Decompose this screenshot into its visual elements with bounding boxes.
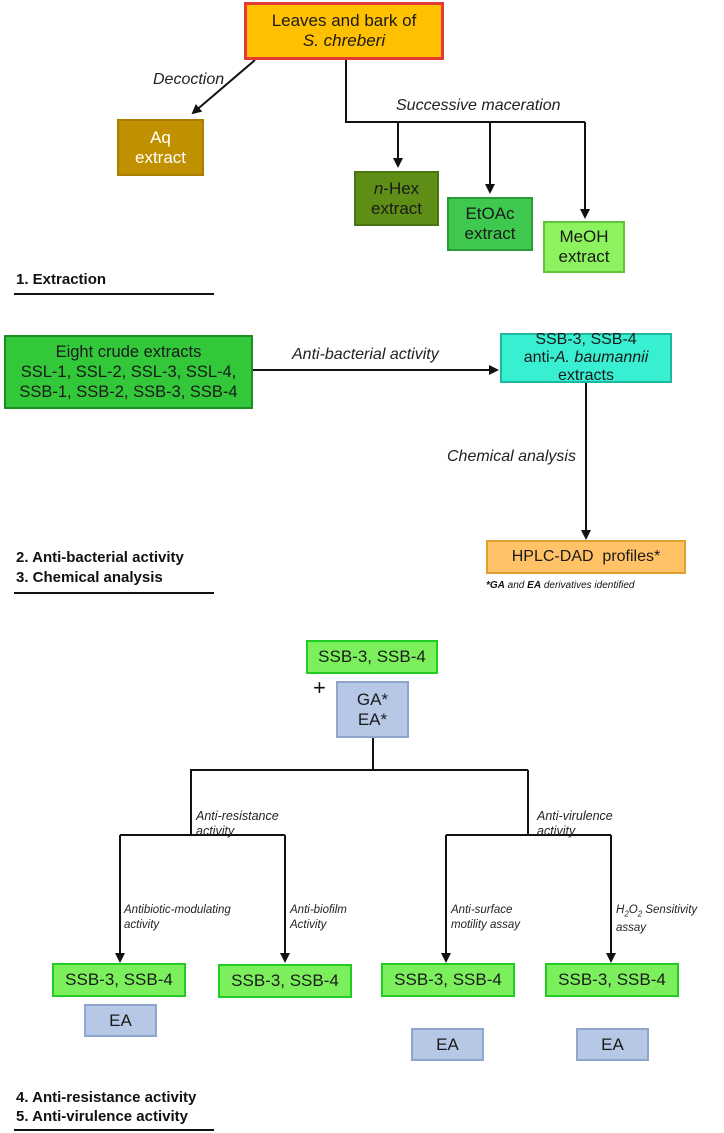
ga-ea-box: GA* EA*: [336, 681, 409, 738]
antibacterial-label: Anti-bacterial activity: [292, 346, 439, 363]
etoac-extract-label: extract: [464, 224, 516, 243]
maceration-label: Successive maceration: [396, 97, 561, 114]
ga-label: GA*: [356, 689, 389, 709]
branch-main: [190, 706, 374, 835]
plus-sign: +: [313, 675, 326, 700]
branch-label-h2o2: H2O2 Sensitivity assay: [616, 904, 698, 935]
section-chemical: 3. Chemical analysis: [16, 569, 163, 586]
active-ssb-label: SSB-3, SSB-4: [535, 331, 637, 348]
hplc-box: HPLC-DAD profiles*: [486, 540, 686, 574]
aq-label: Aq: [150, 127, 171, 147]
hplc-label: HPLC-DAD profiles*: [511, 548, 661, 565]
branch-label-antibiotic-modulating: Antibiotic-modulating activity: [124, 904, 231, 931]
source-species: S. chreberi: [302, 31, 386, 50]
chemical-analysis-label: Chemical analysis: [447, 448, 576, 465]
meoh-extract-box: MeOH extract: [543, 221, 625, 273]
active-extracts-box: SSB-3, SSB-4 anti-A. baumannii extracts: [500, 331, 672, 384]
result-ssb-box-1: SSB-3, SSB-4: [52, 963, 186, 997]
top-ssb-box: SSB-3, SSB-4: [306, 640, 438, 674]
active-extracts-label: extracts: [557, 367, 614, 384]
section-rule-2: [14, 592, 214, 594]
section-anti-virulence: 5. Anti-virulence activity: [16, 1108, 189, 1125]
hex-extract-box: n-Hex extract: [354, 171, 439, 226]
result-ea-label: EA: [601, 1034, 624, 1054]
result-ea-box-4: EA: [576, 1028, 649, 1061]
section-rule-3: [14, 1129, 214, 1131]
etoac-extract-box: EtOAc extract: [447, 197, 533, 251]
ea-label: EA*: [357, 709, 388, 729]
result-ea-label: EA: [436, 1034, 459, 1054]
result-ssb-label: SSB-3, SSB-4: [558, 970, 666, 989]
result-ssb-label: SSB-3, SSB-4: [65, 970, 173, 989]
result-ssb-box-4: SSB-3, SSB-4: [545, 963, 679, 997]
crude-title: Eight crude extracts: [55, 343, 202, 361]
source-label: Leaves and bark of: [271, 11, 417, 30]
crude-list-1: SSL-1, SSL-2, SSL-3, SSL-4,: [20, 363, 237, 381]
etoac-label: EtOAc: [465, 204, 515, 223]
source-box: Leaves and bark of S. chreberi: [244, 2, 444, 60]
section-extraction: 1. Extraction: [16, 271, 107, 288]
crude-extracts-box: Eight crude extracts SSL-1, SSL-2, SSL-3…: [4, 335, 253, 409]
result-ssb-label: SSB-3, SSB-4: [231, 971, 339, 990]
hplc-footnote: *GA and EA derivatives identified: [486, 580, 635, 591]
active-target-label: anti-A. baumannii: [523, 349, 649, 366]
branch-label-anti-surface: Anti-surface motility assay: [451, 904, 521, 931]
result-ssb-box-3: SSB-3, SSB-4: [381, 963, 515, 997]
anti-virulence-label: Anti-virulence activity: [537, 809, 613, 838]
branch-label-anti-biofilm: Anti-biofilm Activity: [290, 904, 347, 931]
top-ssb-label: SSB-3, SSB-4: [318, 647, 426, 666]
meoh-extract-label: extract: [558, 247, 610, 266]
maceration-trunk: [345, 60, 585, 123]
section-antibacterial: 2. Anti-bacterial activity: [16, 549, 184, 566]
crude-list-2: SSB-1, SSB-2, SSB-3, SSB-4: [19, 383, 238, 401]
result-ea-box-1: EA: [84, 1004, 157, 1037]
result-ssb-box-2: SSB-3, SSB-4: [218, 964, 352, 998]
decoction-label: Decoction: [153, 71, 225, 88]
section-anti-resistance: 4. Anti-resistance activity: [16, 1089, 197, 1106]
hex-label: n-Hex: [373, 178, 420, 198]
result-ea-label: EA: [109, 1010, 132, 1030]
anti-resistance-label: Anti-resistance activity: [196, 809, 279, 838]
section-rule-1: [14, 293, 214, 295]
meoh-label: MeOH: [559, 227, 609, 246]
aq-extract-label: extract: [134, 147, 187, 167]
result-ea-box-3: EA: [411, 1028, 484, 1061]
aq-extract-box: Aq extract: [117, 119, 204, 176]
hex-extract-label: extract: [370, 198, 423, 218]
arrow-decoction: [191, 59, 256, 115]
result-ssb-label: SSB-3, SSB-4: [394, 970, 502, 989]
